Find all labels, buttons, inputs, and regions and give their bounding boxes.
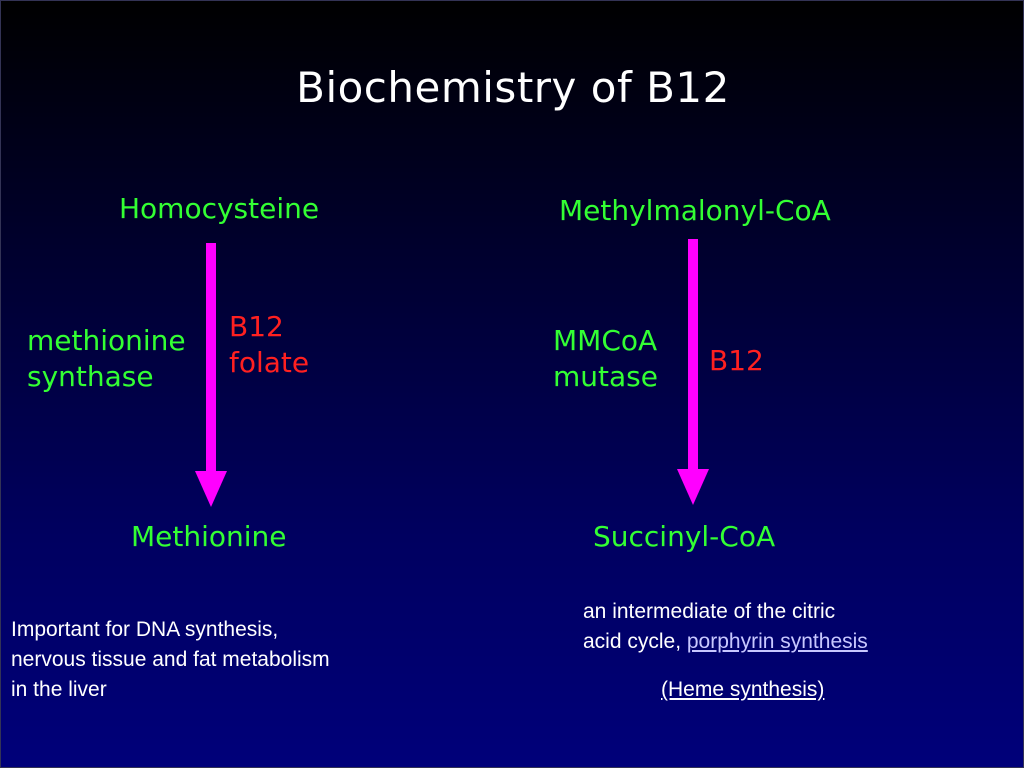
down-arrow-icon (677, 239, 709, 505)
left-enzyme-line1: methionine (27, 324, 186, 357)
right-note-line2-prefix: acid cycle, (583, 630, 687, 653)
left-note: Important for DNA synthesis, nervous tis… (11, 615, 431, 705)
left-note-line1: Important for DNA synthesis, (11, 618, 279, 641)
left-note-line2: nervous tissue and fat metabolism (11, 648, 330, 671)
left-product-methionine: Methionine (131, 520, 287, 553)
left-substrate-homocysteine: Homocysteine (119, 192, 320, 225)
right-note-line2: acid cycle, porphyrin synthesis (583, 627, 983, 657)
left-note-line3: in the liver (11, 678, 107, 701)
slide-title: Biochemistry of B12 (296, 63, 730, 112)
right-enzyme-line2: mutase (553, 360, 658, 393)
right-cofactor: B12 (709, 344, 764, 377)
right-substrate-methylmalonyl-coa: Methylmalonyl-CoA (559, 194, 831, 227)
down-arrow-icon (195, 243, 227, 507)
right-note-line1: an intermediate of the citric (583, 600, 836, 623)
right-note: an intermediate of the citric acid cycle… (583, 597, 983, 657)
right-enzyme-line1: MMCoA (553, 324, 658, 357)
left-cofactor-line1: B12 (229, 310, 284, 343)
right-product-succinyl-coa: Succinyl-CoA (593, 520, 776, 553)
left-cofactor-line2: folate (229, 346, 310, 379)
heme-synthesis-link[interactable]: (Heme synthesis) (661, 678, 825, 701)
left-enzyme-line2: synthase (27, 360, 154, 393)
porphyrin-synthesis-link[interactable]: porphyrin synthesis (686, 630, 868, 653)
